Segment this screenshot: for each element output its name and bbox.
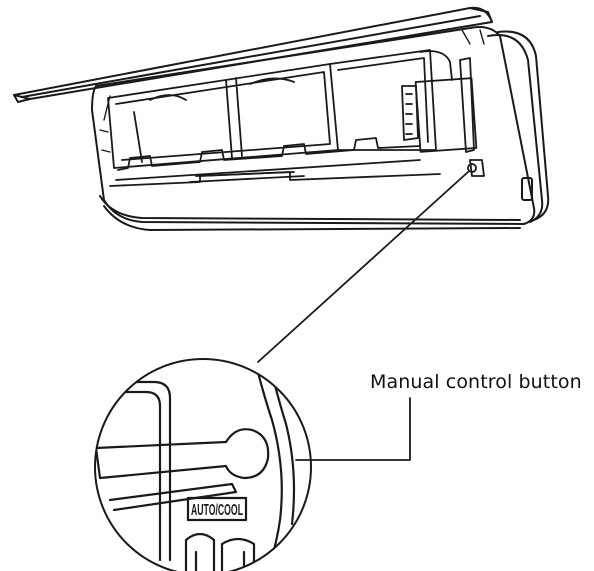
- manual-control-button-label: Manual control button: [370, 371, 582, 393]
- control-box: [401, 50, 485, 177]
- magnifier-leader-line: [257, 171, 469, 363]
- unit-body: [91, 26, 550, 231]
- front-panel: [13, 6, 493, 103]
- body-details: [99, 29, 485, 153]
- filter-tabs: [109, 137, 441, 187]
- magnifier-circle: [94, 358, 312, 571]
- callout-leader-line: [295, 397, 411, 461]
- indoor-unit: [13, 6, 550, 231]
- filter-frames: [107, 49, 437, 169]
- autocool-marking: AUTO/COOL: [191, 502, 243, 519]
- magnified-detail: AUTO/COOL: [94, 358, 312, 571]
